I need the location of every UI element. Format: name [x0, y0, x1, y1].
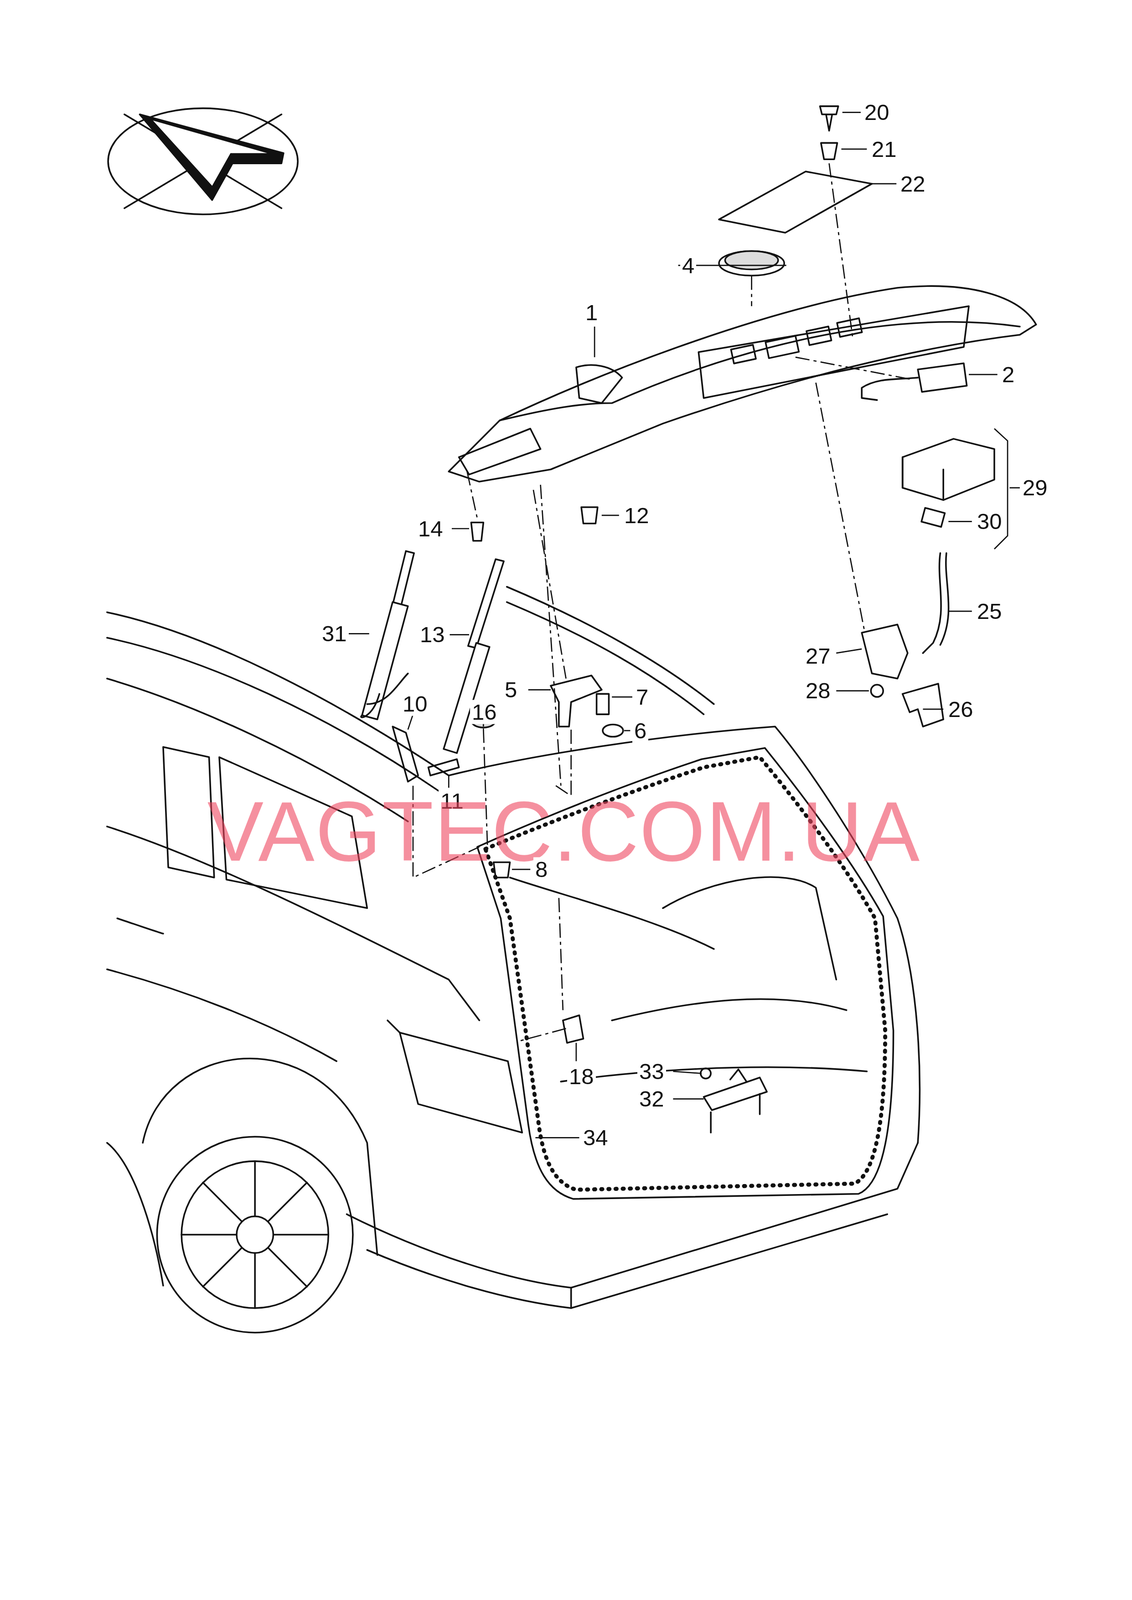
callout-number: 2 — [1000, 362, 1017, 387]
callout-number: 16 — [470, 699, 499, 724]
callout-number: 29 — [1020, 475, 1050, 500]
callout-number: 30 — [975, 509, 1004, 534]
callout-number: 21 — [869, 137, 899, 162]
callout-number: 34 — [581, 1125, 610, 1150]
callout-number: 8 — [533, 857, 550, 882]
callout-number: 31 — [320, 621, 349, 646]
watermark: VAGTEC.COM.UA — [207, 789, 921, 874]
callout-number: 7 — [634, 684, 651, 709]
callout-number: 14 — [416, 516, 445, 541]
callout-number: 20 — [862, 100, 892, 125]
callout-number: 32 — [637, 1086, 667, 1111]
callout-number: 12 — [622, 503, 652, 528]
callout-number: 28 — [803, 678, 833, 703]
callout-number: 33 — [637, 1059, 667, 1084]
callout-number: 5 — [502, 677, 519, 702]
callout-number: 22 — [898, 171, 928, 197]
callout-number: 25 — [975, 599, 1004, 624]
callout-number: 6 — [632, 718, 649, 743]
callout-number: 1 — [583, 300, 600, 325]
callout-number: 26 — [946, 697, 976, 722]
callout-number: 4 — [680, 253, 697, 278]
callout-number: 18 — [567, 1064, 596, 1089]
callout-number: 10 — [400, 691, 430, 716]
callout-number: 27 — [803, 643, 833, 668]
callout-number: 13 — [418, 622, 447, 647]
